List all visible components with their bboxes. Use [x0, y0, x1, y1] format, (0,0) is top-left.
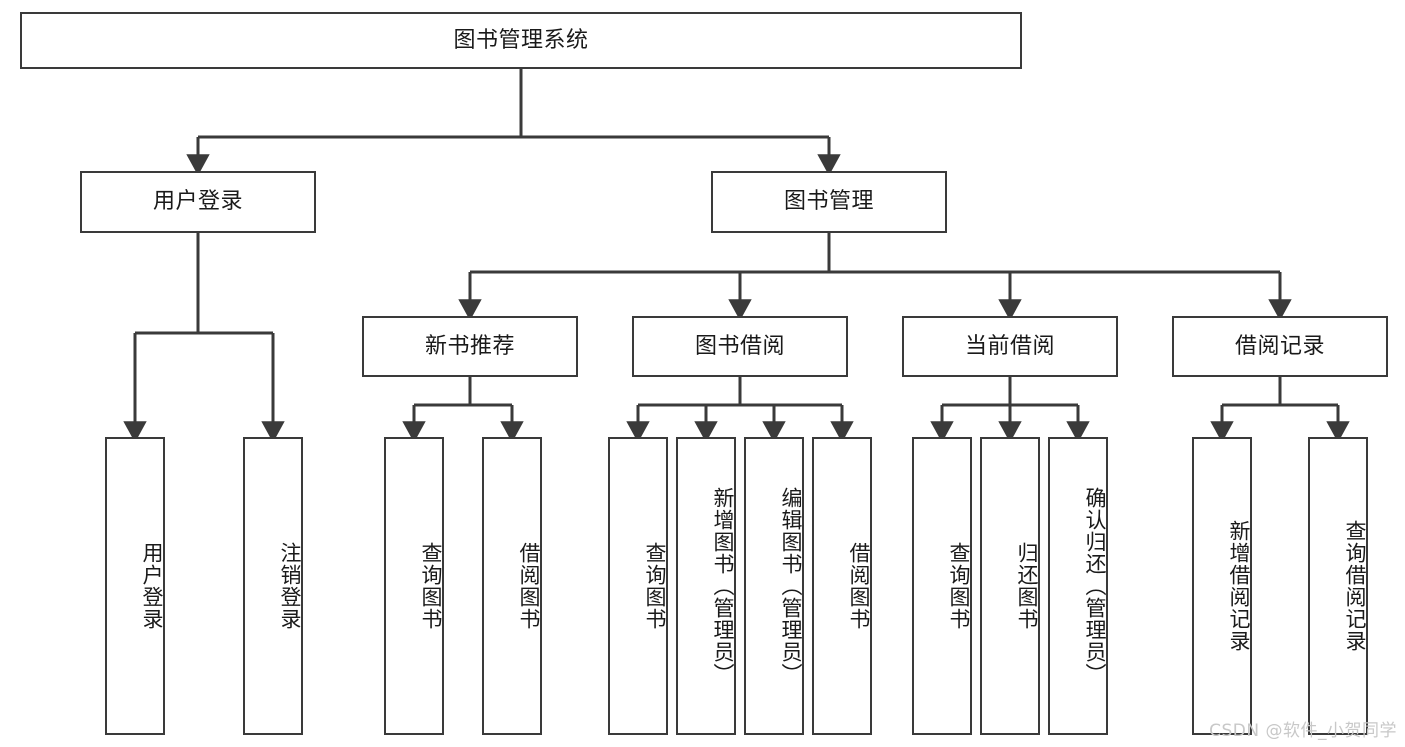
leaf-label: 确认归还（管理员） [1083, 487, 1107, 685]
node-user-login[interactable]: 用户登录 [80, 171, 316, 233]
leaf-label: 新增借阅记录 [1227, 520, 1251, 652]
leaf-user-login[interactable]: 用户登录 [105, 437, 165, 735]
leaf-edit-book-admin[interactable]: 编辑图书（管理员） [744, 437, 804, 735]
node-root-system[interactable]: 图书管理系统 [20, 12, 1022, 69]
leaf-label: 新增图书（管理员） [711, 487, 735, 685]
leaf-label: 查询图书 [419, 542, 443, 630]
leaf-add-book-admin[interactable]: 新增图书（管理员） [676, 437, 736, 735]
leaf-return-book[interactable]: 归还图书 [980, 437, 1040, 735]
leaf-user-logout[interactable]: 注销登录 [243, 437, 303, 735]
node-book-borrow[interactable]: 图书借阅 [632, 316, 848, 377]
leaf-label: 查询图书 [643, 542, 667, 630]
leaf-label: 编辑图书（管理员） [779, 487, 803, 685]
leaf-borrow-book[interactable]: 借阅图书 [812, 437, 872, 735]
node-current-borrow[interactable]: 当前借阅 [902, 316, 1118, 377]
leaf-confirm-return-admin[interactable]: 确认归还（管理员） [1048, 437, 1108, 735]
leaf-query-book-recommend[interactable]: 查询图书 [384, 437, 444, 735]
leaf-label: 查询借阅记录 [1343, 520, 1367, 652]
leaf-label: 用户登录 [140, 542, 164, 630]
leaf-query-borrow-record[interactable]: 查询借阅记录 [1308, 437, 1368, 735]
leaf-query-book-borrow[interactable]: 查询图书 [608, 437, 668, 735]
node-new-book-recommend[interactable]: 新书推荐 [362, 316, 578, 377]
leaf-label: 借阅图书 [517, 542, 541, 630]
node-book-manage[interactable]: 图书管理 [711, 171, 947, 233]
node-borrow-record[interactable]: 借阅记录 [1172, 316, 1388, 377]
leaf-label: 借阅图书 [847, 542, 871, 630]
leaf-label: 查询图书 [947, 542, 971, 630]
leaf-add-borrow-record[interactable]: 新增借阅记录 [1192, 437, 1252, 735]
leaf-query-book-current[interactable]: 查询图书 [912, 437, 972, 735]
leaf-borrow-book-recommend[interactable]: 借阅图书 [482, 437, 542, 735]
leaf-label: 归还图书 [1015, 542, 1039, 630]
leaf-label: 注销登录 [278, 542, 302, 630]
